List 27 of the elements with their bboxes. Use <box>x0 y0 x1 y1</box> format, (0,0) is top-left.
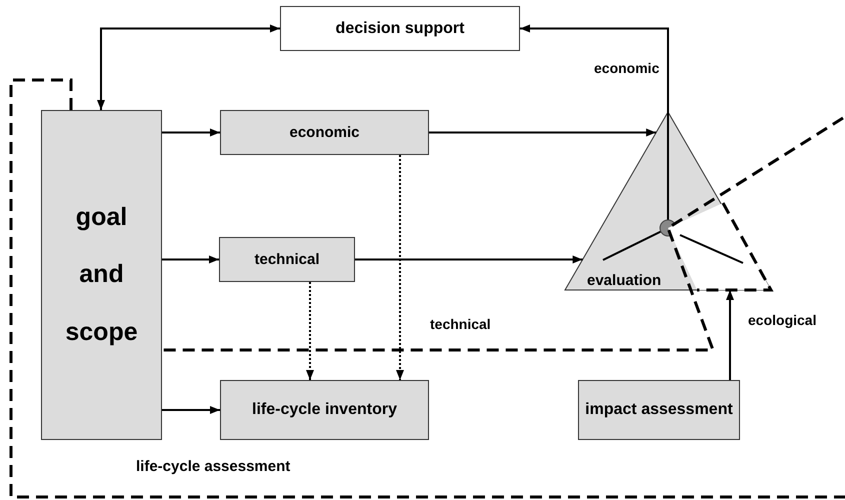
axis-label: technical <box>430 316 491 332</box>
axis-label: ecological <box>748 312 816 328</box>
node-label: life-cycle inventory <box>252 401 397 419</box>
node-label: impact assessment <box>585 401 733 419</box>
node-label: goal and scope <box>64 202 139 348</box>
process-box <box>219 237 355 282</box>
arrow <box>306 282 314 380</box>
process-box <box>220 380 429 440</box>
process-box <box>220 110 429 155</box>
node-label: evaluation <box>587 272 662 289</box>
process-box <box>578 380 740 440</box>
arrow <box>97 24 280 110</box>
decision-box <box>280 6 520 51</box>
axis-label: economic <box>594 60 660 76</box>
node-label: technical <box>254 251 320 268</box>
arrow <box>162 256 219 264</box>
node-label: economic <box>289 124 360 141</box>
boundary-label: life-cycle assessment <box>136 458 290 475</box>
arrow <box>162 128 220 136</box>
arrow <box>396 155 404 380</box>
arrow <box>726 290 734 380</box>
process-box <box>41 110 162 440</box>
node-label: decision support <box>336 20 464 38</box>
arrow <box>429 128 656 136</box>
arrow <box>355 256 583 264</box>
arrow <box>162 406 220 414</box>
arrow <box>520 24 669 112</box>
